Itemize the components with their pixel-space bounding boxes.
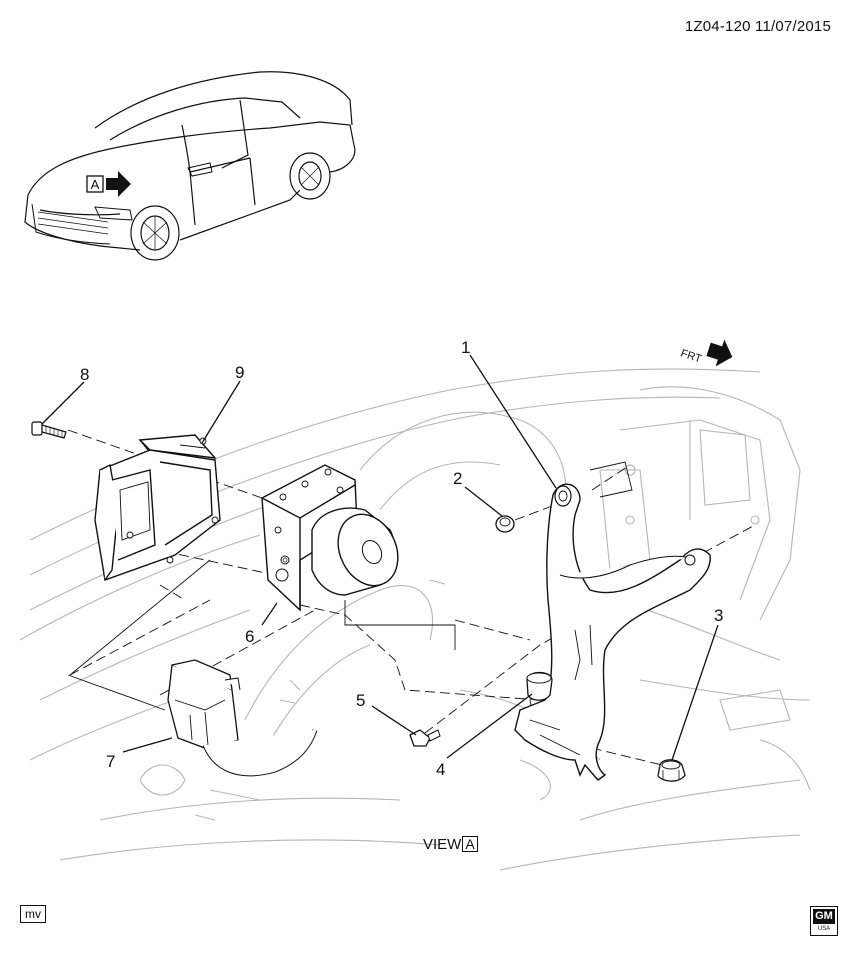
- vehicle-structure-background: [19, 368, 811, 871]
- diagram-id: 1Z04-120 11/07/2015: [684, 18, 831, 35]
- callout-3: 3: [714, 606, 723, 625]
- part-4-grommet: [526, 671, 553, 701]
- gm-logo-text: GM: [813, 909, 835, 924]
- part-8-bolt: [31, 421, 67, 439]
- view-a-marker: A: [86, 171, 131, 197]
- callout-numbers: 1 2 3 4 5 6 7 8 9: [80, 338, 723, 779]
- callout-leaders: [41, 354, 719, 761]
- gm-logo: GM USA: [810, 906, 838, 936]
- callout-4: 4: [436, 760, 445, 779]
- solid-guide-lines: [67, 461, 633, 711]
- part-7-wiring-harness: [167, 659, 318, 777]
- callout-9: 9: [235, 363, 244, 382]
- front-arrow-icon: [706, 339, 733, 367]
- part-9-control-module: [94, 434, 221, 581]
- view-caption-text: VIEW: [423, 836, 462, 853]
- callout-2: 2: [453, 469, 462, 488]
- callout-7: 7: [106, 752, 115, 771]
- callout-1: 1: [461, 338, 470, 357]
- view-a-marker-letter: A: [91, 177, 100, 192]
- gm-logo-subtext: USA: [817, 926, 831, 932]
- front-label: FRT: [679, 347, 703, 365]
- callout-5: 5: [356, 691, 365, 710]
- part-6-modulator-valve: [261, 464, 399, 612]
- part-3-insulator: [657, 759, 686, 782]
- part-5-bolt: [409, 729, 441, 747]
- callout-8: 8: [80, 365, 89, 384]
- callout-6: 6: [245, 627, 254, 646]
- front-direction-indicator: FRT: [679, 339, 733, 367]
- view-arrow-icon: [106, 171, 131, 197]
- view-caption-letter: A: [462, 836, 478, 852]
- footer-code: mv: [20, 905, 46, 923]
- vehicle-illustration: [24, 71, 356, 261]
- part-2-nut: [495, 515, 515, 533]
